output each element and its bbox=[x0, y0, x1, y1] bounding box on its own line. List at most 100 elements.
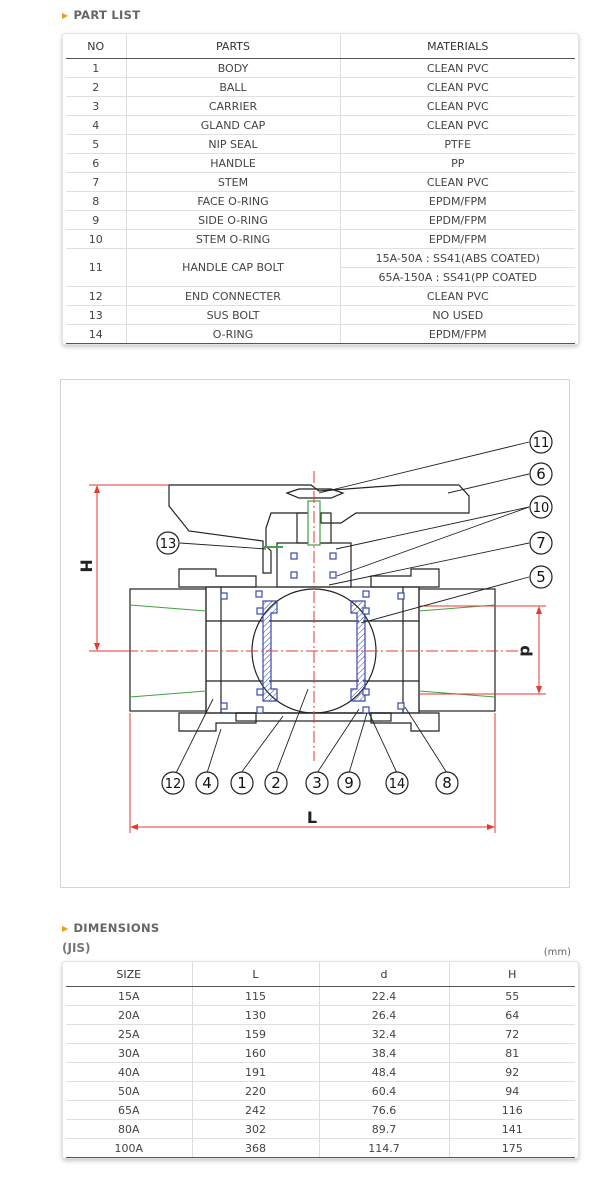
part-material-cell: CLEAN PVC bbox=[340, 77, 575, 97]
size-cell: 100A bbox=[66, 1138, 193, 1158]
part-no-cell: 9 bbox=[66, 210, 127, 230]
callout-circle bbox=[435, 771, 459, 795]
leader-lines bbox=[175, 441, 530, 774]
size-cell: 40A bbox=[66, 1062, 193, 1082]
dimensions-title: ▶DIMENSIONS bbox=[62, 921, 160, 935]
part-no-cell: 8 bbox=[66, 191, 127, 211]
part-name-cell: CARRIER bbox=[126, 96, 341, 116]
bullet-arrow-icon: ▶ bbox=[62, 924, 69, 933]
part-material-cell: NO USED bbox=[340, 305, 575, 325]
size-cell: 20A bbox=[66, 1005, 193, 1025]
part-material-cell: CLEAN PVC bbox=[340, 172, 575, 192]
callout-circle bbox=[529, 565, 553, 589]
size-cell: 25A bbox=[66, 1024, 193, 1044]
part-no-cell: 13 bbox=[66, 305, 127, 325]
callout-label: 2 bbox=[271, 774, 281, 792]
h-cell: 81 bbox=[449, 1043, 575, 1063]
part-name-cell: END CONNECTER bbox=[126, 286, 341, 306]
part-material-cell: EPDM/FPM bbox=[340, 191, 575, 211]
table-row: 65A-150A : SS41(PP COATED bbox=[66, 267, 575, 287]
l-cell: 159 bbox=[192, 1024, 320, 1044]
header-h: H bbox=[449, 962, 575, 987]
callout-circle bbox=[264, 771, 288, 795]
callout-circle bbox=[305, 771, 329, 795]
d-cell: 89.7 bbox=[319, 1119, 450, 1139]
l-cell: 130 bbox=[192, 1005, 320, 1025]
part-name-cell: FACE O-RING bbox=[126, 191, 341, 211]
part-name-cell: BALL bbox=[126, 77, 341, 97]
callout-circle bbox=[529, 495, 553, 519]
part-name-cell: STEM bbox=[126, 172, 341, 192]
callout-circle bbox=[529, 462, 553, 486]
part-no-cell: 7 bbox=[66, 172, 127, 192]
l-cell: 191 bbox=[192, 1062, 320, 1082]
callout-label: 11 bbox=[533, 436, 550, 451]
d-cell: 32.4 bbox=[319, 1024, 450, 1044]
l-cell: 242 bbox=[192, 1100, 320, 1120]
bullet-arrow-icon: ▶ bbox=[62, 11, 69, 20]
part-material-cell: CLEAN PVC bbox=[340, 286, 575, 306]
callout-label: 13 bbox=[160, 537, 177, 552]
size-cell: 30A bbox=[66, 1043, 193, 1063]
dimensions-header-row: SIZE L d H bbox=[66, 962, 575, 987]
part-no-cell: 11 bbox=[66, 248, 127, 287]
part-material-cell: EPDM/FPM bbox=[340, 324, 575, 344]
size-cell: 65A bbox=[66, 1100, 193, 1120]
callout-circle bbox=[161, 771, 185, 795]
callout-circle bbox=[385, 771, 409, 795]
h-cell: 55 bbox=[449, 986, 575, 1006]
d-cell: 48.4 bbox=[319, 1062, 450, 1082]
part-name-cell: NIP SEAL bbox=[126, 134, 341, 154]
callout-label: 6 bbox=[536, 465, 546, 483]
part-name-cell: SIDE O-RING bbox=[126, 210, 341, 230]
part-no-cell: 12 bbox=[66, 286, 127, 306]
l-cell: 302 bbox=[192, 1119, 320, 1139]
part-material-cell: 15A-50A : SS41(ABS COATED) bbox=[340, 248, 575, 268]
callout-circle bbox=[156, 531, 180, 555]
callout-label: 1 bbox=[237, 774, 247, 792]
part-material-cell: EPDM/FPM bbox=[340, 229, 575, 249]
d-cell: 38.4 bbox=[319, 1043, 450, 1063]
l-cell: 368 bbox=[192, 1138, 320, 1158]
h-cell: 175 bbox=[449, 1138, 575, 1158]
header-l: L bbox=[192, 962, 320, 987]
part-name-cell: HANDLE bbox=[126, 153, 341, 173]
part-name-cell: STEM O-RING bbox=[126, 229, 341, 249]
dimensions-standard: (JIS) bbox=[62, 941, 91, 955]
callout-circle bbox=[529, 531, 553, 555]
h-cell: 72 bbox=[449, 1024, 575, 1044]
part-name-cell: BODY bbox=[126, 58, 341, 78]
part-material-cell: CLEAN PVC bbox=[340, 96, 575, 116]
callout-label: 4 bbox=[202, 774, 212, 792]
part-no-cell: 14 bbox=[66, 324, 127, 344]
part-material-cell: PP bbox=[340, 153, 575, 173]
dim-label-h: H bbox=[77, 559, 96, 572]
callout-label: 5 bbox=[536, 568, 546, 586]
part-no-cell: 10 bbox=[66, 229, 127, 249]
dim-label-d: d bbox=[517, 645, 536, 656]
h-cell: 116 bbox=[449, 1100, 575, 1120]
d-cell: 26.4 bbox=[319, 1005, 450, 1025]
header-materials: MATERIALS bbox=[340, 34, 575, 59]
header-no: NO bbox=[66, 34, 127, 59]
